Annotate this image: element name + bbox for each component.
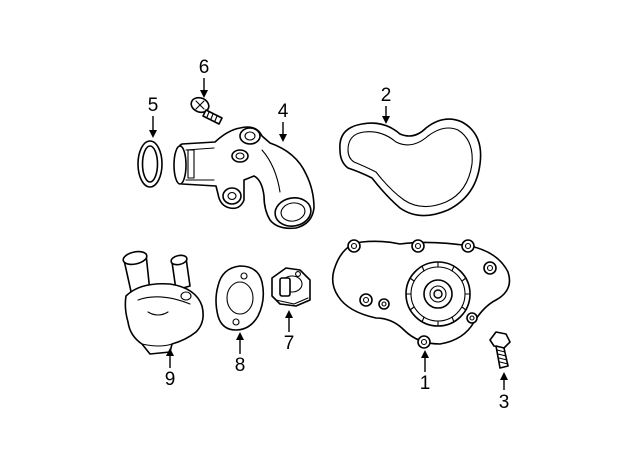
- pump-gasket-part[interactable]: [339, 118, 482, 217]
- callout-3: 3: [499, 392, 510, 413]
- callout-4: 4: [278, 101, 289, 122]
- callout-6: 6: [199, 57, 210, 78]
- callout-7: 7: [284, 333, 295, 354]
- outlet-housing-part[interactable]: [173, 126, 315, 230]
- thermostat-part[interactable]: [271, 267, 311, 307]
- o-ring-part[interactable]: [137, 140, 163, 188]
- callout-9: 9: [165, 369, 176, 390]
- callout-2: 2: [381, 85, 392, 106]
- thermostat-housing-part[interactable]: [122, 250, 204, 355]
- callout-5: 5: [148, 95, 159, 116]
- callout-1: 1: [420, 373, 431, 394]
- screw-part[interactable]: [189, 95, 223, 125]
- housing-gasket-part[interactable]: [215, 265, 265, 331]
- water-pump-part[interactable]: [331, 239, 511, 349]
- callout-8: 8: [235, 355, 246, 376]
- bolt-part[interactable]: [489, 331, 511, 369]
- callout-arrows: [149, 78, 508, 390]
